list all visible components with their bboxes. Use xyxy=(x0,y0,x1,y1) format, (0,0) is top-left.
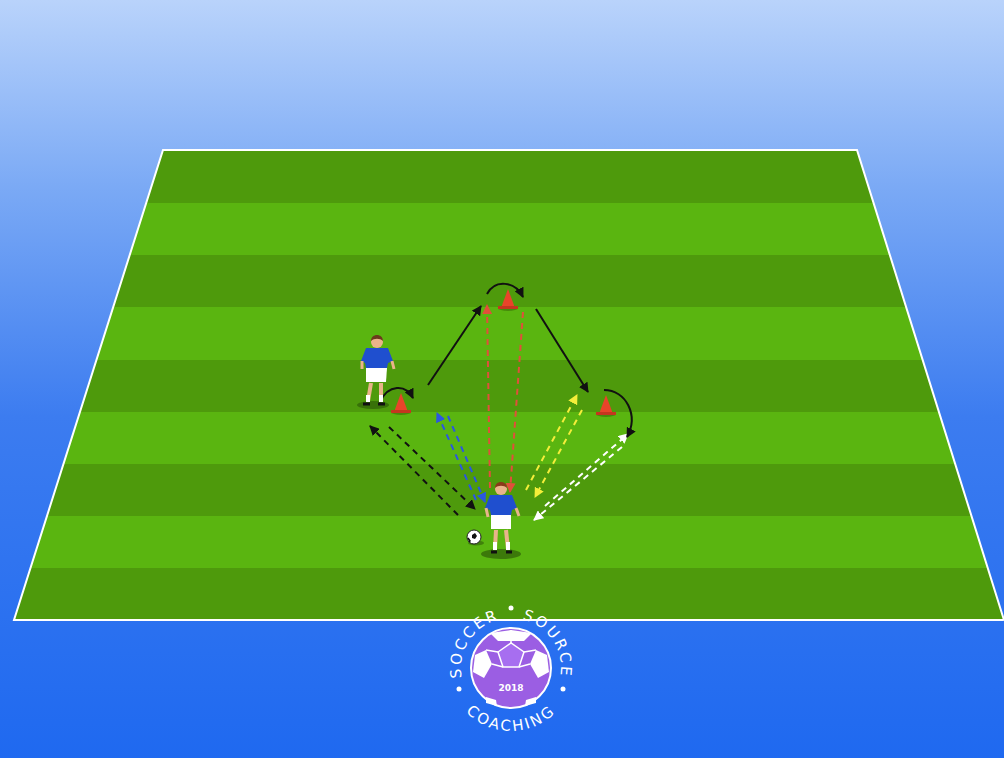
logo-ring-text: SOURCE xyxy=(521,606,575,679)
pass-arrows xyxy=(370,305,628,520)
logo-year: 2018 xyxy=(498,683,523,693)
pitch-border xyxy=(14,150,1004,620)
logo-ring-text: SOCCER xyxy=(447,606,502,679)
cone xyxy=(391,393,411,415)
run-arrows xyxy=(380,284,632,437)
cone xyxy=(596,395,616,417)
player xyxy=(357,335,394,409)
logo-ring-text: COACHING xyxy=(463,701,559,735)
soccer-ball xyxy=(467,530,484,546)
player xyxy=(481,482,521,559)
cone xyxy=(498,289,518,311)
pitch xyxy=(0,150,1004,620)
